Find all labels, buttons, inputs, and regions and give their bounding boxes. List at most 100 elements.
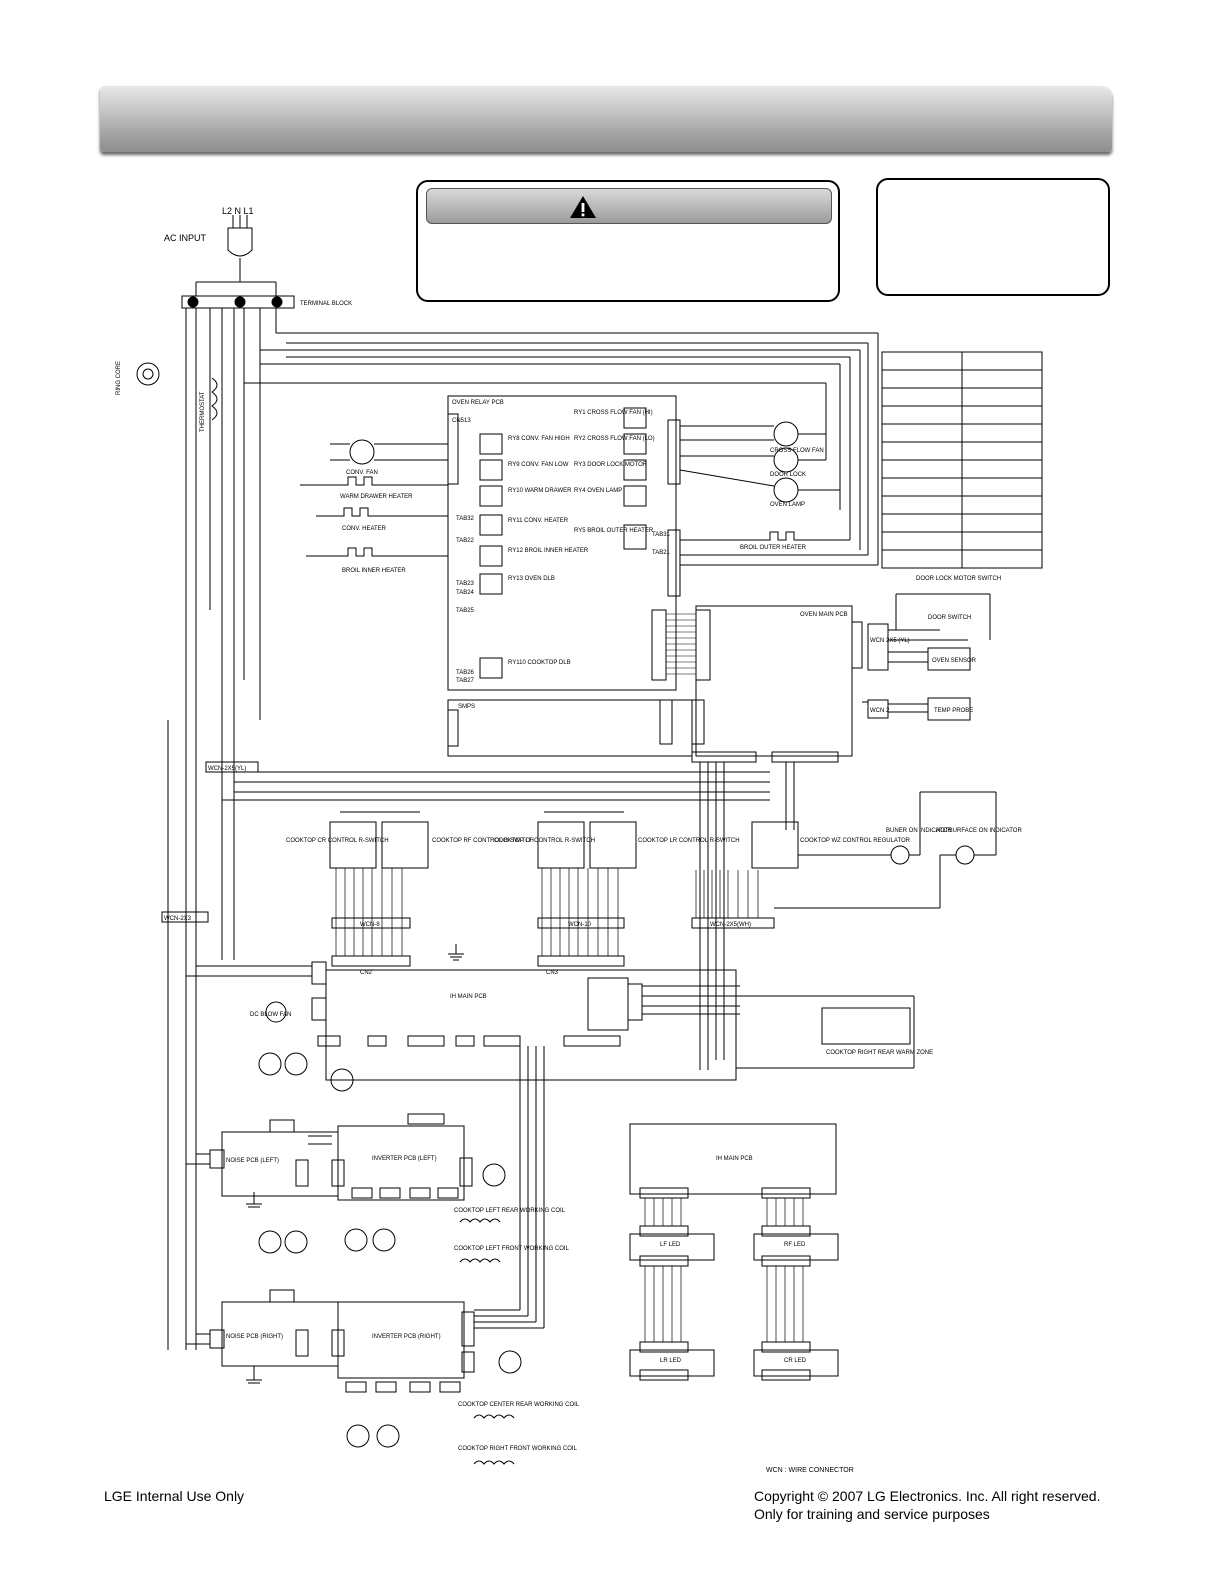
cn513-connector bbox=[447, 413, 459, 485]
terminal-block-label: TERMINAL BLOCK bbox=[300, 301, 352, 307]
ry9-label: RY9 CONV. FAN LOW bbox=[508, 462, 569, 468]
wcn-10-label: WCN-10 bbox=[568, 922, 592, 928]
tab23-label: TAB23 bbox=[456, 581, 475, 587]
footer-internal-use: LGE Internal Use Only bbox=[104, 1488, 245, 1504]
oven-main-pcb-label: OVEN MAIN PCB bbox=[800, 612, 848, 618]
lf-led-board bbox=[629, 1233, 715, 1261]
temp-sensor-front-right bbox=[346, 1424, 370, 1448]
tab32-label: TAB32 bbox=[456, 516, 475, 522]
wcn-2x5-wh-label: WCN-2X5(WH) bbox=[710, 922, 751, 928]
coil-right-front-label: COOKTOP RIGHT FRONT WORKING COIL bbox=[458, 1446, 578, 1452]
terminal-n bbox=[234, 296, 246, 308]
dc-blow-fan-left bbox=[265, 1001, 287, 1023]
wcn-2x3 bbox=[161, 911, 209, 923]
hotsurface-on-indicator-label: HOTSURFACE ON INDICATOR bbox=[936, 828, 1022, 834]
buner-on-indicator-label: BUNER ON INDICATOR bbox=[886, 828, 952, 834]
lf-led-label: LF LED bbox=[660, 1242, 681, 1248]
oven-sensor bbox=[927, 647, 971, 671]
broil-inner-heater-label: BROIL INNER HEATER bbox=[342, 568, 406, 574]
wcn-2x5-yl-box-label: WCN 2X5 (YL) bbox=[870, 638, 910, 644]
noise-pcb-left bbox=[221, 1131, 339, 1197]
hotsurface-on-indicator bbox=[955, 845, 975, 865]
cn2-connector bbox=[331, 955, 411, 967]
warning-box bbox=[416, 180, 840, 302]
conv-fan-label: CONV. FAN bbox=[346, 470, 378, 476]
tab26-label: TAB26 bbox=[456, 670, 475, 676]
switch-lr-label: COOKTOP LR CONTROL R-SWITCH bbox=[638, 838, 740, 844]
switch-lf-label: COOKTOP LF CONTROL R-SWITCH bbox=[494, 838, 595, 844]
terminal-l2 bbox=[187, 296, 199, 308]
broil-outer-heater-label: BROIL OUTER HEATER bbox=[740, 545, 807, 551]
tab-connector-right bbox=[667, 529, 681, 597]
ry2-label: RY2 CROSS FLOW FAN (LO) bbox=[574, 436, 655, 442]
ry11-label: RY11 CONV. HEATER bbox=[508, 518, 569, 524]
oven-lamp bbox=[773, 477, 799, 503]
dc-blow-fan-right-inverter bbox=[498, 1350, 522, 1374]
buner-on-indicator bbox=[890, 845, 910, 865]
ry110-label: RY110 COOKTOP DLB bbox=[508, 660, 571, 666]
lr-led-label: LR LED bbox=[660, 1358, 682, 1364]
dc-blow-fan-label: DC BLOW FAN bbox=[250, 1012, 291, 1018]
footer-training-note: Only for training and service purposes bbox=[754, 1506, 990, 1522]
ih-main-pcb-label: IH MAIN PCB bbox=[450, 994, 487, 1000]
cooktop-lf-switch bbox=[537, 821, 585, 869]
thermostat-label: THERMOSTAT bbox=[200, 391, 206, 432]
inverter-pcb-left bbox=[337, 1125, 465, 1201]
cooktop-right-rear-warm-zone bbox=[821, 1007, 911, 1045]
noise-pcb-right-label: NOISE PCB (RIGHT) bbox=[226, 1334, 283, 1340]
ih-main-pcb-led bbox=[629, 1123, 837, 1195]
tab27-label: TAB27 bbox=[456, 678, 475, 684]
coil-center-rear-label: COOKTOP CENTER REAR WORKING COIL bbox=[458, 1402, 580, 1408]
oven-sensor-label: OVEN SENSOR bbox=[932, 658, 977, 664]
wcn-2x5-yl-box bbox=[867, 623, 889, 671]
door-lock-motor-switch-label: DOOR LOCK MOTOR SWITCH bbox=[916, 576, 1001, 582]
warm-drawer-heater-label: WARM DRAWER HEATER bbox=[340, 494, 413, 500]
wcn-2x5-yl-left bbox=[205, 761, 259, 773]
switch-cr-label: COOKTOP CR CONTROL R-SWITCH bbox=[286, 838, 389, 844]
footer-copyright: Copyright © 2007 LG Electronics. Inc. Al… bbox=[754, 1488, 1101, 1504]
ac-input-lines: L2 N L1 bbox=[222, 206, 254, 216]
wcn-2-label: WCN 2 bbox=[870, 708, 890, 714]
wcn-10 bbox=[537, 917, 625, 929]
ry4-label: RY4 OVEN LAMP bbox=[574, 488, 622, 494]
wcn-2x3-label: WCN-2X3 bbox=[164, 916, 192, 922]
oven-lamp-label: OVEN LAMP bbox=[770, 502, 805, 508]
smps bbox=[447, 699, 693, 757]
warm-drawer-heater bbox=[338, 476, 382, 486]
cooktop-lr-switch bbox=[589, 821, 637, 869]
temp-probe bbox=[927, 697, 971, 721]
ry12-label: RY12 BROIL INNER HEATER bbox=[508, 548, 589, 554]
ac-plug-icon bbox=[227, 227, 253, 257]
cooktop-right-front-coil bbox=[473, 1460, 515, 1465]
ring-core bbox=[136, 362, 160, 386]
wcn-8-label: WCN-8 bbox=[360, 922, 380, 928]
terminal-block bbox=[181, 295, 295, 309]
wcn-2-box bbox=[867, 699, 889, 719]
ry1-label: RY1 CROSS FLOW FAN (HI) bbox=[574, 410, 653, 416]
inverter-pcb-right-label: INVERTER PCB (RIGHT) bbox=[372, 1334, 441, 1340]
warm-zone-label: COOKTOP RIGHT REAR WARM ZONE bbox=[826, 1050, 933, 1056]
dc-blow-fan-right bbox=[330, 1068, 354, 1092]
broil-inner-heater bbox=[338, 547, 382, 557]
wcn-2x5-wh bbox=[691, 917, 775, 929]
temp-sensor-rear-right bbox=[376, 1424, 400, 1448]
ry5-label: RY5 BROIL OUTER HEATER bbox=[574, 528, 654, 534]
ih-main-pcb bbox=[325, 969, 737, 1081]
wz-control-label: COOKTOP WZ CONTROL REGULATOR bbox=[800, 838, 911, 844]
lr-led-board bbox=[629, 1349, 715, 1377]
wcn-8 bbox=[331, 917, 411, 929]
cooktop-left-front-coil bbox=[459, 1258, 501, 1263]
noise-pcb-left-label: NOISE PCB (LEFT) bbox=[226, 1158, 279, 1164]
header-bar bbox=[100, 86, 1112, 152]
conv-fan-motor bbox=[349, 439, 375, 465]
note-box bbox=[876, 178, 1110, 296]
tab22-label: TAB22 bbox=[456, 538, 475, 544]
wcn-2x5-yl-left-label: WCN-2X5(YL) bbox=[208, 766, 246, 772]
tab25-label: TAB25 bbox=[456, 608, 475, 614]
coil-left-front-label: COOKTOP LEFT FRONT WORKING COIL bbox=[454, 1246, 570, 1252]
door-lock-label: DOOR LOCK bbox=[770, 472, 806, 478]
temp-sensor-rear-left bbox=[372, 1228, 396, 1252]
temp-sensor-front-left bbox=[344, 1228, 368, 1252]
coil-left-rear-label: COOKTOP LEFT REAR WORKING COIL bbox=[454, 1208, 566, 1214]
cn513-label: CN513 bbox=[452, 418, 471, 424]
